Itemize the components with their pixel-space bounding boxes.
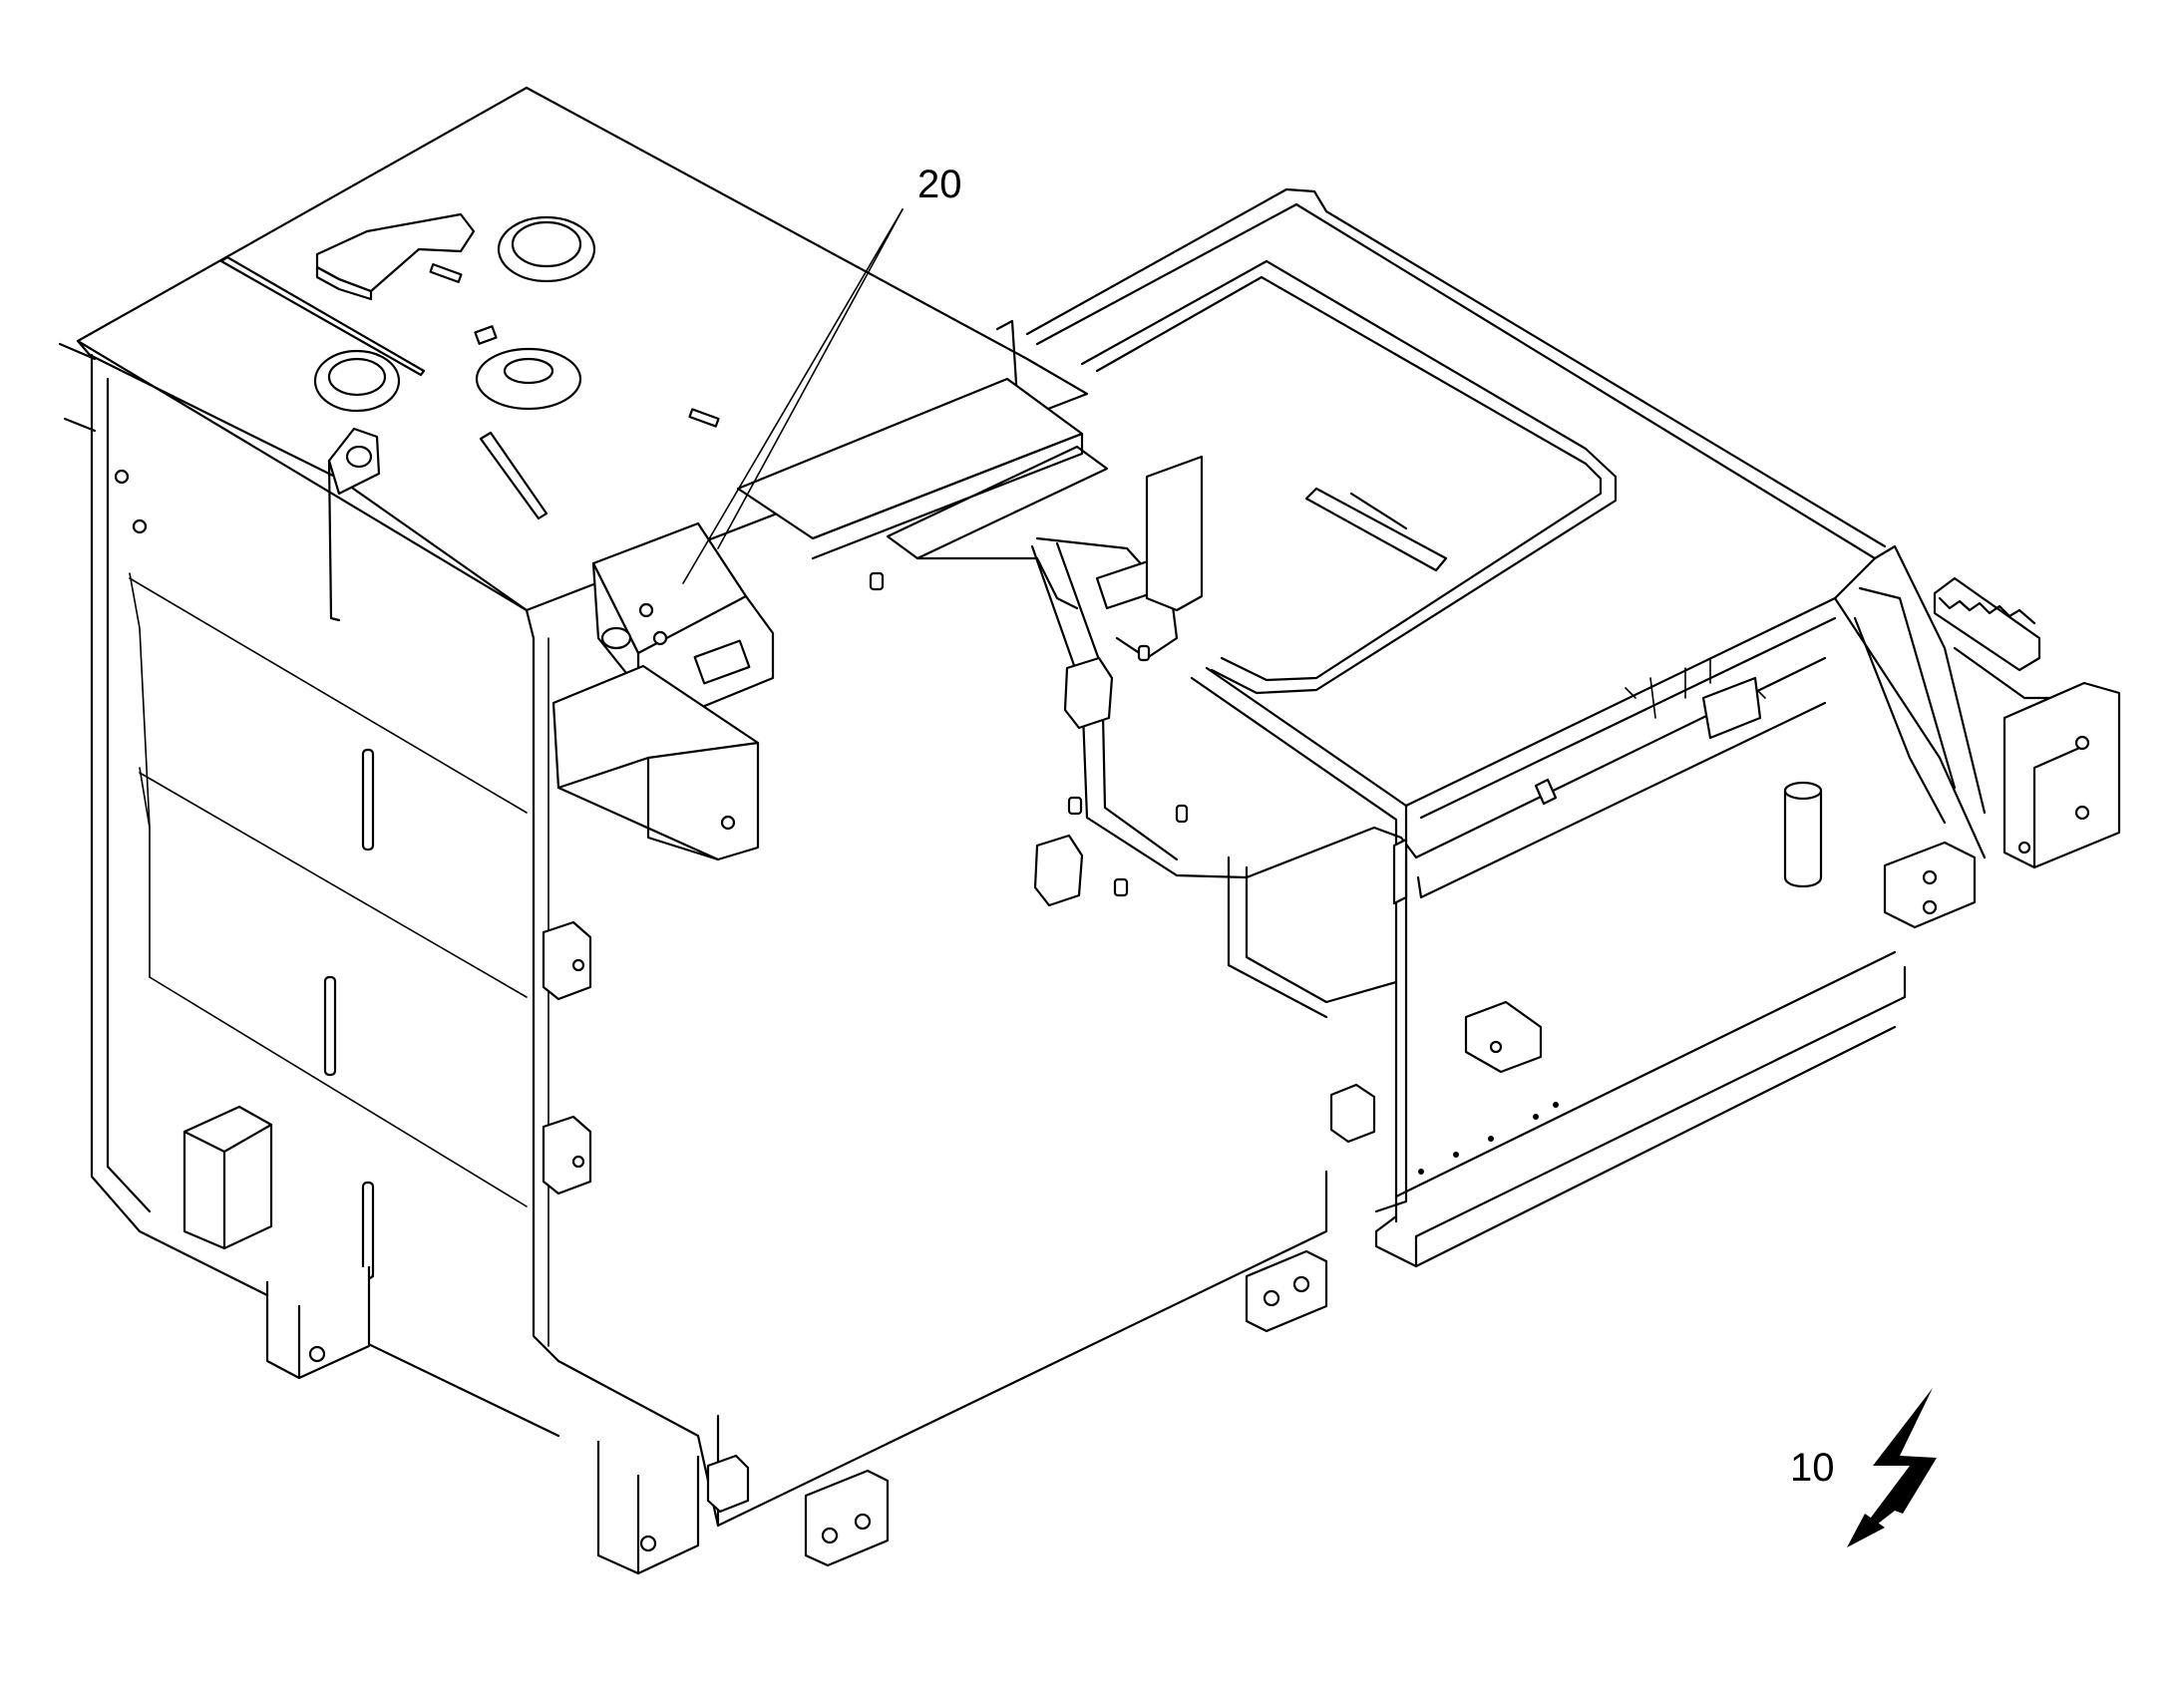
left-tank-housing [76, 86, 1328, 1575]
component-20-box [551, 319, 1084, 861]
center-frame [869, 445, 1403, 907]
leader-line-20 [682, 208, 904, 584]
right-frame-assembly [804, 187, 2121, 1567]
lightning-arrow-icon [1847, 1388, 1937, 1547]
callout-20-label: 20 [917, 163, 962, 206]
callout-10-label: 10 [1790, 1446, 1835, 1490]
top-plate-features [58, 212, 720, 622]
